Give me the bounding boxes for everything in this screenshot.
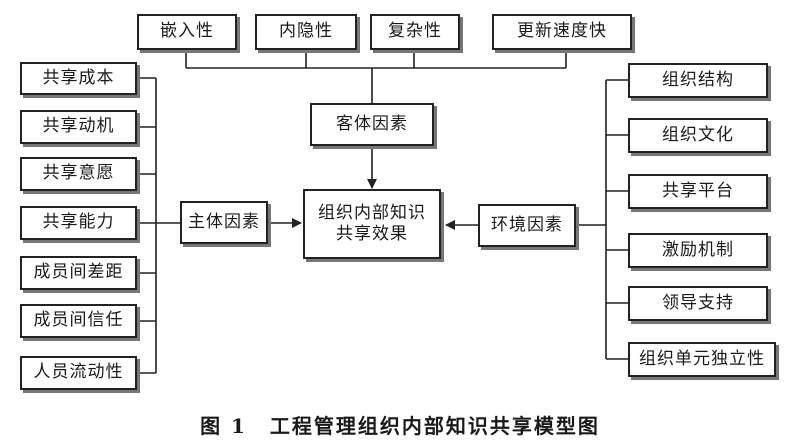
subject-factor-label: 共享成本 <box>42 67 115 88</box>
figure-caption: 图 1 工程管理组织内部知识共享模型图 <box>0 410 800 439</box>
object-factor-label: 内隐性 <box>279 21 333 42</box>
center-outcome-line2: 共享效果 <box>336 224 408 244</box>
subject-factor-box: 共享成本 <box>20 62 137 95</box>
object-factor-label: 复杂性 <box>388 21 442 42</box>
environment-factor-box: 组织文化 <box>628 118 768 153</box>
subject-factors-category: 主体因素 <box>180 201 268 244</box>
object-factor-box: 嵌入性 <box>137 14 237 50</box>
environment-factors-category: 环境因素 <box>478 204 576 247</box>
environment-factor-label: 激励机制 <box>662 239 734 260</box>
subject-factor-label: 共享意愿 <box>42 163 115 184</box>
environment-factor-box: 激励机制 <box>628 233 768 268</box>
subject-factor-box: 共享能力 <box>20 206 137 240</box>
subject-factor-label: 共享能力 <box>42 212 115 233</box>
subject-factor-box: 成员间差距 <box>20 256 137 290</box>
object-factors-category: 客体因素 <box>310 103 434 146</box>
environment-factor-box: 领导支持 <box>628 286 768 321</box>
environment-factor-label: 共享平台 <box>662 180 734 201</box>
subject-factor-label: 共享动机 <box>42 116 115 137</box>
object-factor-label: 嵌入性 <box>160 21 214 42</box>
subject-factor-box: 共享意愿 <box>20 157 137 191</box>
environment-factor-label: 领导支持 <box>662 292 734 313</box>
environment-factor-box: 组织单元独立性 <box>628 342 776 377</box>
figure-title: 工程管理组织内部知识共享模型图 <box>269 414 600 438</box>
environment-factor-label: 组织单元独立性 <box>639 348 765 369</box>
environment-factor-label: 组织文化 <box>662 124 734 145</box>
center-outcome-line1: 组织内部知识 <box>318 202 426 223</box>
center-outcome-box: 组织内部知识 共享效果 <box>303 189 441 259</box>
object-factor-box: 内隐性 <box>255 14 357 50</box>
subject-factor-box: 成员间信任 <box>20 304 137 338</box>
environment-factor-box: 组织结构 <box>628 63 768 98</box>
figure-number: 图 1 <box>200 414 247 438</box>
object-factors-label: 客体因素 <box>336 113 408 134</box>
subject-factor-label: 成员间差距 <box>33 262 124 283</box>
subject-factor-label: 成员间信任 <box>33 310 124 331</box>
object-factor-box: 更新速度快 <box>492 14 632 50</box>
object-factor-label: 更新速度快 <box>517 21 607 42</box>
subject-factors-label: 主体因素 <box>188 211 260 232</box>
subject-factor-box: 共享动机 <box>20 110 137 144</box>
subject-factor-label: 人员流动性 <box>33 362 124 383</box>
environment-factor-box: 共享平台 <box>628 174 768 209</box>
environment-factors-label: 环境因素 <box>491 214 563 235</box>
environment-factor-label: 组织结构 <box>662 69 734 90</box>
subject-factor-box: 人员流动性 <box>20 356 137 390</box>
object-factor-box: 复杂性 <box>370 14 460 50</box>
